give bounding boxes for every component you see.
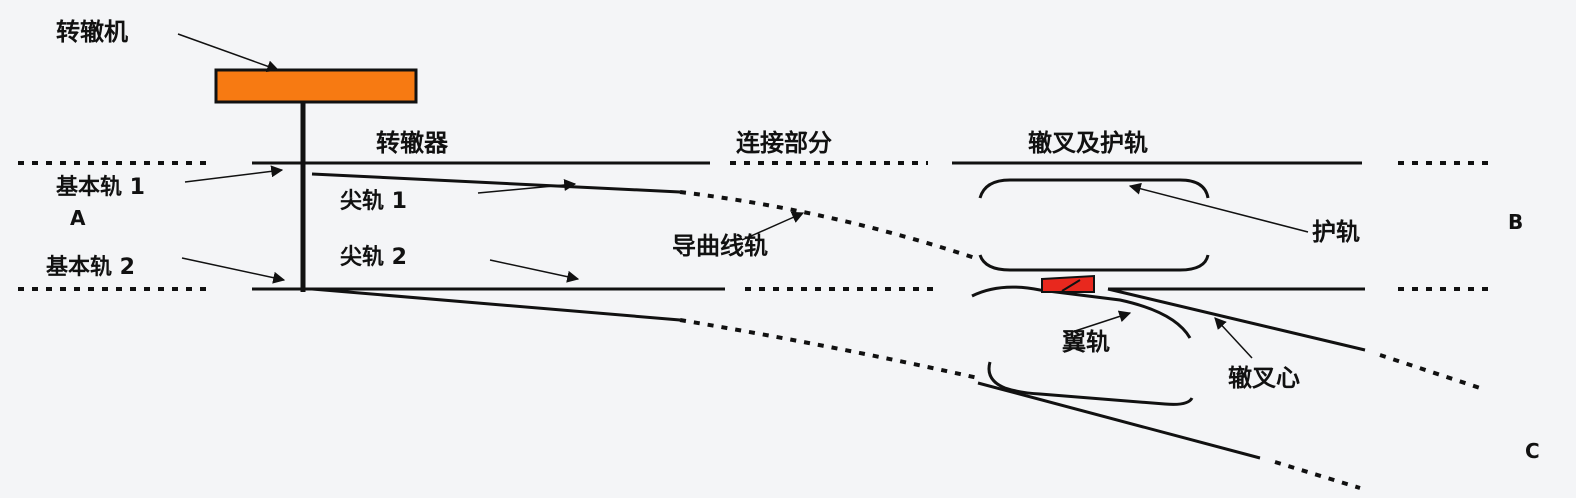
label-switch-machine: 转辙机: [56, 18, 128, 46]
arrow-frog-point: [1214, 317, 1253, 359]
arrow-switch-rail-2: [489, 259, 580, 283]
frog-point-marker: [1041, 274, 1095, 293]
frog-diverging-rail-dashed: [1379, 353, 1481, 390]
diverging-rail-dashed: [679, 318, 979, 380]
label-stock-rail-1: 基本轨 1: [56, 174, 145, 200]
outer-diverging-rail: [977, 381, 1261, 460]
label-point-c: C: [1525, 439, 1540, 463]
arrow-wing-rail: [1071, 310, 1132, 333]
label-lead-curve-rail: 导曲线轨: [672, 232, 768, 260]
outer-diverging-rail-dashed: [1274, 460, 1361, 490]
label-point-b: B: [1508, 210, 1523, 234]
arrow-switch-machine: [177, 33, 280, 72]
switch-machine-box: [214, 68, 418, 104]
switch-rail-1: [311, 172, 681, 194]
label-frog-point: 辙叉心: [1228, 364, 1300, 392]
label-switch-section: 转辙器: [376, 129, 449, 157]
arrow-stock-rail-2: [181, 257, 286, 284]
label-wing-rail: 翼轨: [1062, 328, 1110, 356]
label-connecting-part: 连接部分: [736, 129, 832, 157]
wing-rail-arc: [971, 285, 1192, 339]
arrow-stock-rail-1: [184, 165, 284, 183]
label-stock-rail-2: 基本轨 2: [46, 254, 135, 280]
label-frog-and-guard: 辙叉及护轨: [1028, 129, 1148, 157]
label-switch-rail-2: 尖轨 2: [340, 244, 407, 270]
guard-rail-bottom: [978, 254, 1210, 272]
arrow-guard-rail: [1128, 182, 1309, 233]
label-switch-rail-1: 尖轨 1: [340, 188, 407, 214]
guard-rail-top: [978, 178, 1210, 199]
frog-diverging-rail: [1107, 287, 1366, 352]
lower-wing-rail-arc: [987, 361, 1194, 406]
label-guard-rail: 护轨: [1312, 218, 1360, 246]
arrow-lead-curve-rail: [741, 211, 805, 241]
label-point-a: A: [70, 206, 86, 230]
frog-point-tick: [1061, 279, 1081, 292]
arrow-switch-rail-1: [477, 179, 577, 194]
switch-rail-2: [311, 287, 681, 322]
